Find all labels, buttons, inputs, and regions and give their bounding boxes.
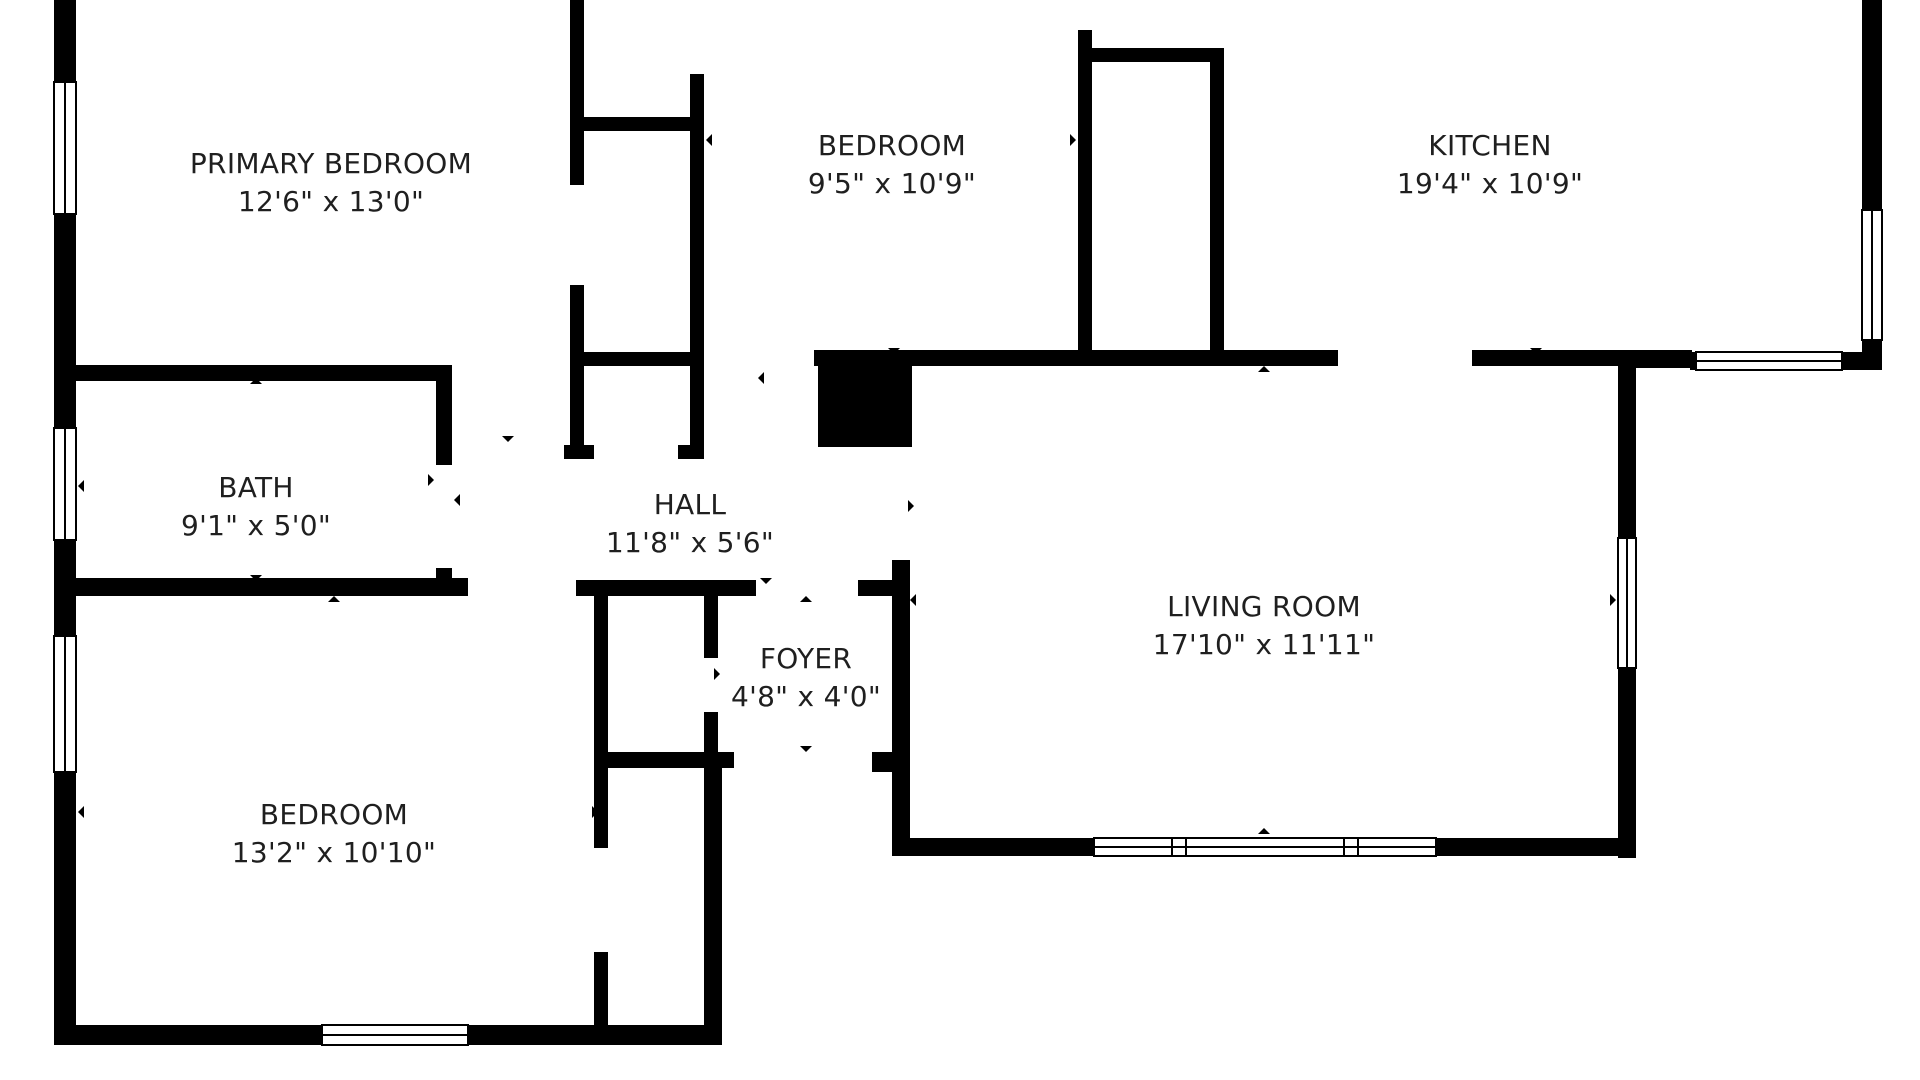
- room-dims-foyer: 4'8" x 4'0": [731, 680, 881, 713]
- marker: [888, 348, 900, 354]
- wall-hall-top-b: [564, 445, 594, 459]
- wall-living-right-lower: [1618, 668, 1636, 858]
- room-name-hall: HALL: [654, 488, 727, 521]
- marker: [758, 372, 764, 384]
- marker: [78, 806, 84, 818]
- window-primary-left: [53, 81, 77, 215]
- wall-bath-top: [76, 365, 450, 381]
- room-dims-living-room: 17'10" x 11'11": [1153, 628, 1376, 661]
- wall-primary-right-upper: [570, 0, 584, 185]
- room-dims-primary-bedroom: 12'6" x 13'0": [238, 185, 424, 218]
- marker: [78, 480, 84, 492]
- marker: [428, 474, 434, 486]
- marker: [502, 436, 514, 442]
- window-kitchen-right: [1861, 209, 1883, 341]
- marker: [328, 596, 340, 602]
- marker: [1258, 828, 1270, 834]
- wall-hall-top-c: [678, 445, 704, 459]
- marker: [714, 668, 720, 680]
- window-living-right: [1617, 537, 1637, 669]
- room-dims-hall: 11'8" x 5'6": [606, 526, 774, 559]
- room-dims-bedroom-top: 9'5" x 10'9": [808, 167, 976, 200]
- room-name-bedroom-bottom: BEDROOM: [260, 798, 408, 831]
- wall-bedroom-top-left: [690, 74, 704, 455]
- dimension-markers: [78, 134, 1616, 834]
- window-bedroom-left: [53, 635, 77, 773]
- wall-kitchen-right-upper: [1862, 0, 1882, 210]
- marker: [760, 578, 772, 584]
- room-dims-kitchen: 19'4" x 10'9": [1397, 167, 1583, 200]
- room-dims-bedroom-bottom: 13'2" x 10'10": [232, 836, 436, 869]
- wall-pantry-top: [1092, 48, 1216, 62]
- wall-living-right-upper: [1618, 352, 1636, 538]
- wall-closet-lower-inner-b: [704, 712, 718, 772]
- marker: [1070, 134, 1076, 146]
- room-name-primary-bedroom: PRIMARY BEDROOM: [190, 147, 472, 180]
- window-living-bottom: [1093, 837, 1437, 857]
- wall-bath-right: [436, 365, 452, 465]
- wall-closet-lower-right: [704, 760, 722, 1045]
- marker: [454, 494, 460, 506]
- walls: [54, 0, 1882, 1045]
- wall-living-bottom-left: [892, 838, 1094, 856]
- wall-mid-horizontal-c: [1632, 350, 1690, 368]
- room-dims-bath: 9'1" x 5'0": [181, 509, 331, 542]
- wall-closet-lower-left-lower: [594, 952, 608, 1032]
- chimney-block: [818, 355, 912, 447]
- marker: [250, 378, 262, 384]
- marker: [800, 746, 812, 752]
- wall-bath-bottom: [76, 578, 468, 596]
- marker: [908, 500, 914, 512]
- marker: [1258, 366, 1270, 372]
- wall-hall-bottom-a: [576, 580, 756, 596]
- wall-primary-right-lower: [570, 285, 584, 455]
- wall-closet-lower-mid: [608, 752, 734, 768]
- room-name-living-room: LIVING ROOM: [1167, 590, 1361, 623]
- wall-pantry-right: [1210, 48, 1224, 358]
- wall-mid-horizontal-a: [814, 350, 1338, 366]
- windows: [53, 81, 1883, 1046]
- room-name-bedroom-top: BEDROOM: [818, 129, 966, 162]
- marker: [910, 594, 916, 606]
- wall-closet-upper-mid: [584, 117, 704, 131]
- marker: [1610, 594, 1616, 606]
- window-kitchen-bottom: [1695, 351, 1843, 371]
- marker: [1530, 348, 1542, 354]
- wall-living-left: [892, 560, 910, 856]
- marker: [706, 134, 712, 146]
- wall-closet-lower-left-upper: [594, 594, 608, 848]
- room-name-foyer: FOYER: [760, 642, 852, 675]
- wall-hall-top-a: [436, 445, 452, 465]
- window-bedroom-bottom: [321, 1024, 469, 1046]
- wall-living-bottom-right: [1436, 838, 1636, 856]
- wall-pantry-left: [1078, 30, 1092, 358]
- room-name-bath: BATH: [218, 471, 294, 504]
- marker: [800, 596, 812, 602]
- marker: [592, 806, 598, 818]
- window-bath-left: [53, 427, 77, 541]
- wall-closet-lower-inner: [704, 596, 718, 658]
- room-labels: PRIMARY BEDROOM 12'6" x 13'0" BEDROOM 9'…: [181, 129, 1583, 869]
- marker: [894, 668, 900, 680]
- room-name-kitchen: KITCHEN: [1428, 129, 1551, 162]
- wall-closet-upper-low: [584, 352, 704, 366]
- marker: [250, 575, 262, 581]
